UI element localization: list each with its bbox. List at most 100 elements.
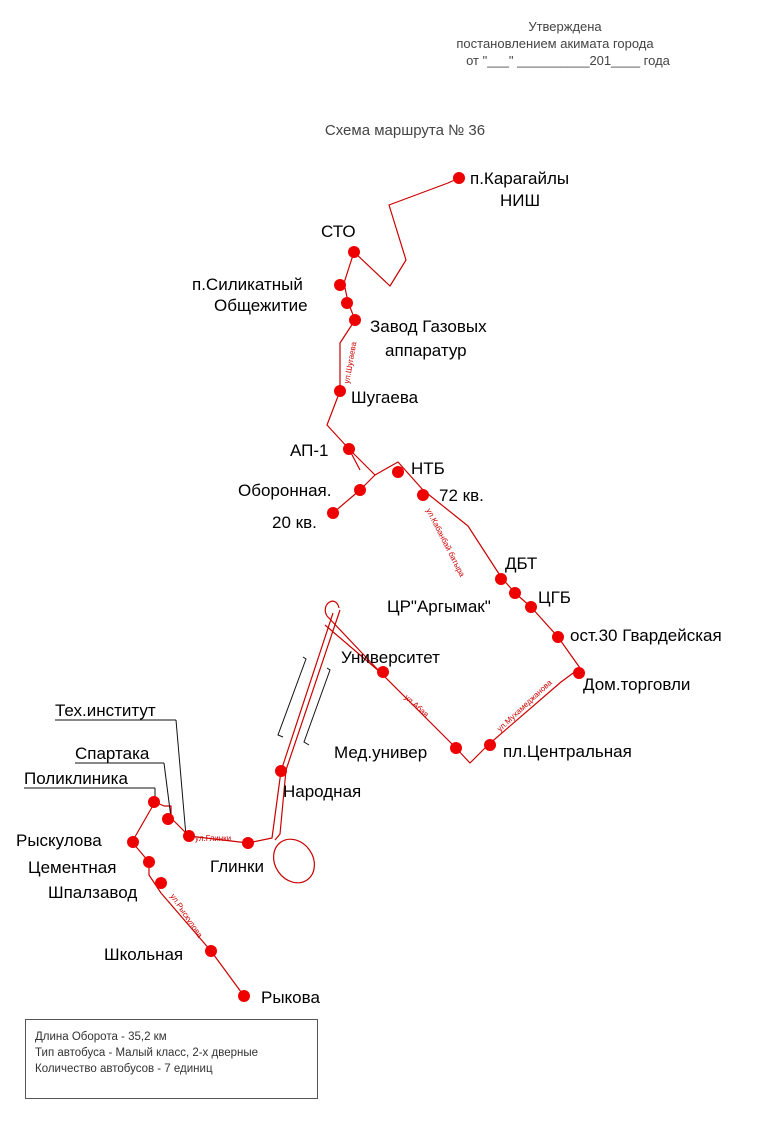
stop-argymak[interactable]: ЦР"Аргымак" (387, 587, 521, 616)
stop-marker-medunivr (450, 742, 462, 754)
stop-glinki[interactable]: Глинки (210, 837, 264, 876)
stop-marker-argymak (509, 587, 521, 599)
stop-ap1[interactable]: АП-1 (290, 441, 355, 460)
route-info-box: Длина Оборота - 35,2 км Тип автобуса - М… (25, 1019, 318, 1099)
stop-label-universitet: Университет (341, 648, 440, 667)
stop-zavod[interactable]: Завод Газовых аппаратур (349, 314, 487, 360)
stop-marker-ryskulova (127, 836, 139, 848)
stop-label-shkolnaya: Школьная (104, 945, 183, 964)
stop-cementnaya[interactable]: Цементная (28, 856, 155, 877)
stop-rykova[interactable]: Рыкова (238, 988, 320, 1007)
stop-label-shugaeva: Шугаева (351, 388, 419, 407)
stop-label-obshchezhitie: Общежитие (214, 296, 308, 315)
stop-label-karagaily: п.Карагайлы (470, 169, 569, 188)
stop-universitet[interactable]: Университет (341, 648, 440, 678)
stop-shugaeva[interactable]: Шугаева (334, 385, 419, 407)
approval-line-2: постановлением акимата города (456, 36, 654, 51)
stop-label-oboronnaya: Оборонная. (238, 481, 331, 500)
route-segment-south (131, 612, 334, 997)
approval-line-3: от "___" __________201____ года (466, 53, 671, 68)
route-segment-university-link (324, 624, 381, 673)
stop-marker-ntb (392, 466, 404, 478)
stop-tehinst[interactable]: Тех.институт (55, 701, 195, 842)
stop-ryskulova[interactable]: Рыскулова (16, 831, 139, 850)
stop-karagaily[interactable]: п.Карагайлы НИШ (453, 169, 569, 210)
stop-label-plcentr: пл.Центральная (503, 742, 632, 761)
stop-label-zavod: Завод Газовых (370, 317, 487, 336)
stop-plcentr[interactable]: пл.Центральная (484, 739, 632, 761)
street-label-kabanbay: ул.Кабанбай батыра (424, 507, 467, 579)
street-label-mukhamedzhanova: ул.Мухамеджанова (495, 678, 554, 734)
stop-label-kv20: 20 кв. (272, 513, 317, 532)
info-bus-type: Тип автобуса - Малый класс, 2-х дверные (35, 1047, 258, 1059)
stop-label-zavod-2: аппаратур (385, 341, 467, 360)
stop-marker-shugaeva (334, 385, 346, 397)
stop-silikatny[interactable]: п.Силикатный (192, 275, 346, 294)
stop-label-shpalzavod: Шпалзавод (48, 883, 137, 902)
stop-label-spartaka: Спартака (75, 744, 150, 763)
route-segment-north (326, 177, 581, 764)
stops: п.Карагайлы НИШ СТО п.Силикатный Общежит… (16, 169, 722, 1007)
stop-marker-cementnaya (143, 856, 155, 868)
annotation-lines (24, 656, 331, 837)
stop-label-glinki: Глинки (210, 857, 264, 876)
stop-marker-poliklinika (148, 796, 160, 808)
stop-kv20[interactable]: 20 кв. (272, 507, 339, 532)
stop-marker-ap1 (343, 443, 355, 455)
bracket-left (277, 656, 307, 738)
stop-label-gvardeyskaya: ост.30 Гвардейская (570, 626, 722, 645)
stop-narodnaya[interactable]: Народная (275, 765, 361, 801)
stop-gvardeyskaya[interactable]: ост.30 Гвардейская (552, 626, 722, 645)
stop-oboronnaya[interactable]: Оборонная. (238, 481, 366, 500)
stop-kv72[interactable]: 72 кв. (417, 486, 484, 505)
street-label-shugaeva: ул.Шугаева (342, 341, 358, 385)
stop-label-poliklinika: Поликлиника (24, 769, 128, 788)
stop-poliklinika[interactable]: Поликлиника (24, 769, 160, 808)
route-spur-oboronnaya (332, 474, 376, 514)
route-segment-narodnaya-loop-up (274, 609, 341, 841)
tehinst-leader (175, 719, 187, 837)
stop-label-argymak: ЦР"Аргымак" (387, 597, 491, 616)
stop-marker-plcentr (484, 739, 496, 751)
stop-domtorgovli[interactable]: Дом.торговли (573, 667, 690, 694)
stop-spartaka[interactable]: Спартака (75, 744, 174, 825)
stop-sto[interactable]: СТО (321, 222, 360, 258)
street-label-ryskulova: ул.Рыскулова (168, 892, 204, 940)
route-line (131, 177, 581, 997)
street-label-abaya: ул.Абая (403, 693, 431, 719)
map-title: Схема маршрута № 36 (325, 122, 485, 139)
stop-marker-dbt (495, 573, 507, 585)
route-glinki-turn-loop (272, 838, 316, 884)
stop-marker-shkolnaya (205, 945, 217, 957)
stop-marker-universitet (377, 666, 389, 678)
info-length: Длина Оборота - 35,2 км (35, 1031, 167, 1043)
stop-label-rykova: Рыкова (261, 988, 320, 1007)
stop-cgb[interactable]: ЦГБ (525, 588, 571, 613)
stop-marker-obshchezhitie (341, 297, 353, 309)
stop-label-tehinst: Тех.институт (55, 701, 156, 720)
route-top-turn-loop (324, 600, 340, 617)
stop-label-medunivr: Мед.универ (334, 743, 427, 762)
stop-marker-domtorgovli (573, 667, 585, 679)
stop-label-sto: СТО (321, 222, 356, 241)
stop-shkolnaya[interactable]: Школьная (104, 945, 217, 964)
stop-label-narodnaya: Народная (283, 782, 361, 801)
bracket-right (303, 667, 331, 746)
stop-medunivr[interactable]: Мед.универ (334, 742, 462, 762)
stop-marker-narodnaya (275, 765, 287, 777)
stop-ntb[interactable]: НТБ (392, 459, 445, 478)
info-bus-count: Количество автобусов - 7 единиц (35, 1063, 213, 1075)
stop-dbt[interactable]: ДБТ (495, 554, 537, 585)
stop-marker-zavod (349, 314, 361, 326)
stop-marker-glinki (242, 837, 254, 849)
stop-marker-karagaily (453, 172, 465, 184)
stop-obshchezhitie[interactable]: Общежитие (214, 296, 353, 315)
stop-label-cementnaya: Цементная (28, 858, 116, 877)
stop-shpalzavod[interactable]: Шпалзавод (48, 877, 167, 902)
spartaka-leader (163, 762, 172, 819)
stop-marker-cgb (525, 601, 537, 613)
stop-marker-rykova (238, 990, 250, 1002)
stop-marker-shpalzavod (155, 877, 167, 889)
